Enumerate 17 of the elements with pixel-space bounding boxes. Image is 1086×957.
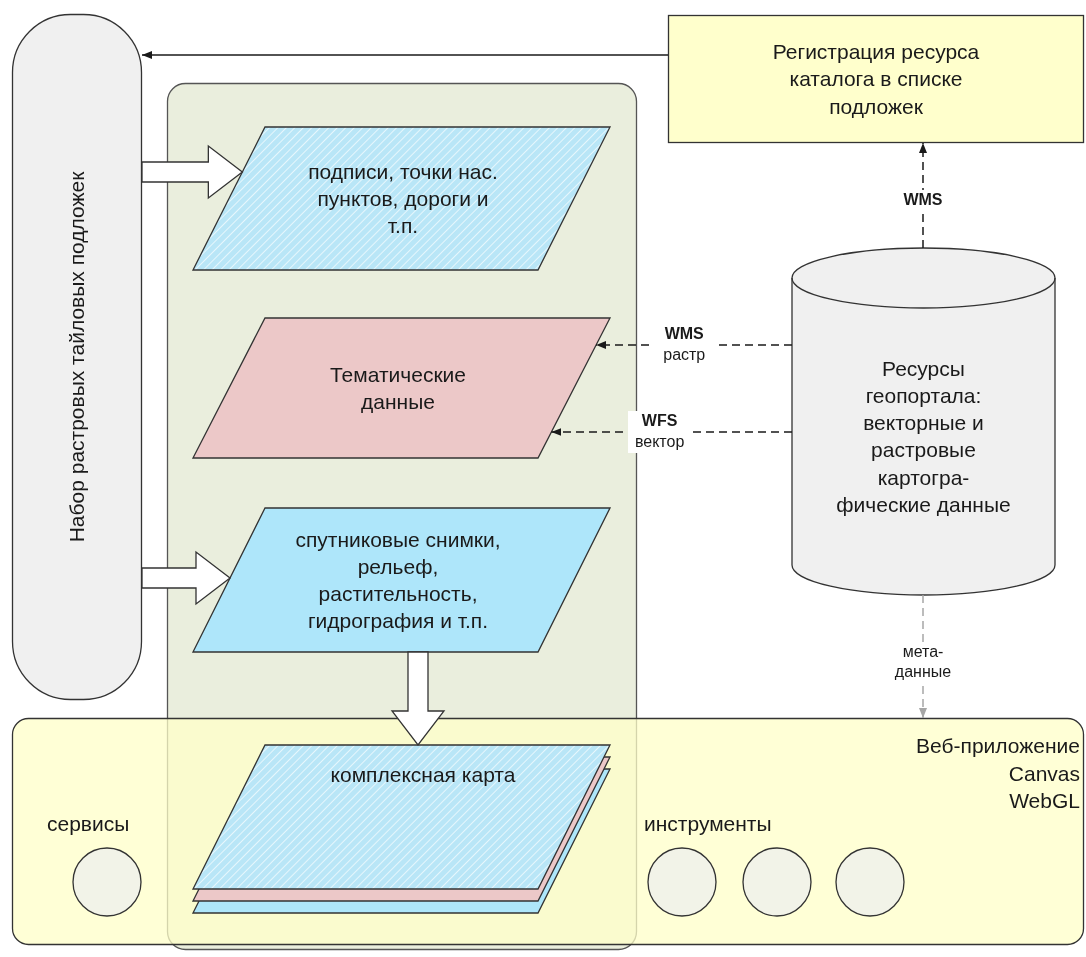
node-label: Веб-приложение xyxy=(915,733,1080,759)
node-label: спутниковые снимки, рельеф, растительность, гидрография и т.п. xyxy=(294,526,502,635)
node-label: комплексная карта xyxy=(329,762,517,788)
edge-label: WMS растр xyxy=(652,324,717,366)
node-label: подписи, точки нас. пунктов, дороги и т.п. xyxy=(308,158,498,240)
block-arrow xyxy=(141,144,244,200)
node-label: Canvas WebGL xyxy=(1007,761,1080,815)
node-label: Набор растровых тайловых подложек xyxy=(64,171,90,543)
block-arrow xyxy=(141,550,232,606)
group-label: инструменты xyxy=(644,812,772,836)
arrow xyxy=(141,51,669,59)
block-arrow xyxy=(390,651,446,747)
node-label: Регистрация ресурса каталога в списке подложек xyxy=(771,39,981,120)
node-label: Тематические данные xyxy=(328,361,468,415)
arrow xyxy=(919,142,927,249)
group-label: сервисы xyxy=(47,812,130,836)
node-label: Ресурсы геопортала: векторные и растровые картогра- фические данные xyxy=(835,355,1012,518)
